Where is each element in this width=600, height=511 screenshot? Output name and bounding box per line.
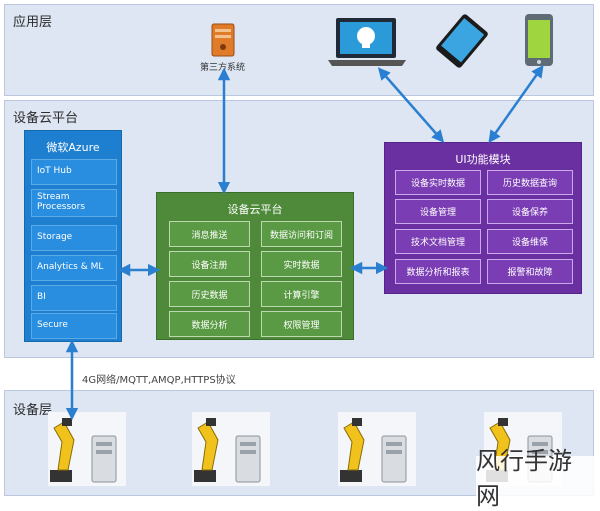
azure-item-secure[interactable]: Secure <box>31 313 117 339</box>
azure-item-bi[interactable]: BI <box>31 285 117 311</box>
app-layer: 应用层 <box>4 4 594 96</box>
device-unit <box>48 412 126 486</box>
ui-item-history-query[interactable]: 历史数据查询 <box>487 170 573 195</box>
platform-item-realtime-data[interactable]: 实时数据 <box>261 251 342 277</box>
ui-item-device-service[interactable]: 设备维保 <box>487 229 573 254</box>
ui-item-maintenance[interactable]: 设备保养 <box>487 199 573 224</box>
azure-item-analytics-ml[interactable]: Analytics & ML <box>31 255 117 281</box>
azure-title: 微软Azure <box>46 141 100 154</box>
robot-arm-icon <box>50 418 117 483</box>
cloud-layer-title: 设备云平台 <box>13 111 79 126</box>
robot-arm-icon <box>194 418 261 483</box>
ui-item-alarm[interactable]: 报警和故障 <box>487 259 573 284</box>
device-unit <box>338 412 416 486</box>
platform-item-compute-engine[interactable]: 计算引擎 <box>261 281 342 307</box>
ui-module-title: UI功能模块 <box>455 153 511 166</box>
platform-title: 设备云平台 <box>227 203 283 216</box>
device-unit <box>192 412 270 486</box>
platform-panel: 设备云平台 消息推送 数据访问和订阅 设备注册 实时数据 历史数据 计算引擎 数… <box>156 192 354 340</box>
ui-item-realtime[interactable]: 设备实时数据 <box>395 170 481 195</box>
tablet-icon <box>436 14 488 68</box>
device-layer-title: 设备层 <box>13 403 53 418</box>
platform-item-message-push[interactable]: 消息推送 <box>169 221 250 247</box>
platform-item-data-access[interactable]: 数据访问和订阅 <box>261 221 342 247</box>
laptop-icon <box>328 18 406 66</box>
server-icon <box>211 23 235 57</box>
ui-item-tech-docs[interactable]: 技术文档管理 <box>395 229 481 254</box>
azure-item-stream-processors[interactable]: Stream Processors <box>31 189 117 217</box>
ui-module-panel: UI功能模块 设备实时数据 历史数据查询 设备管理 设备保养 技术文档管理 设备… <box>384 142 582 294</box>
azure-item-storage[interactable]: Storage <box>31 225 117 251</box>
ui-item-device-manage[interactable]: 设备管理 <box>395 199 481 224</box>
platform-item-history-data[interactable]: 历史数据 <box>169 281 250 307</box>
platform-item-device-register[interactable]: 设备注册 <box>169 251 250 277</box>
robot-arm-icon <box>340 418 407 483</box>
ui-item-data-report[interactable]: 数据分析和报表 <box>395 259 481 284</box>
app-layer-title: 应用层 <box>13 15 53 30</box>
platform-item-permission[interactable]: 权限管理 <box>261 311 342 337</box>
phone-icon <box>525 14 553 66</box>
platform-item-data-analysis[interactable]: 数据分析 <box>169 311 250 337</box>
azure-item-iot-hub[interactable]: IoT Hub <box>31 159 117 185</box>
protocol-label: 4G网络/MQTT,AMQP,HTTPS协议 <box>82 375 236 386</box>
azure-panel: 微软Azure IoT Hub Stream Processors Storag… <box>24 130 122 342</box>
third-party-label: 第三方系统 <box>200 63 246 73</box>
watermark: 风行手游网 <box>476 447 594 510</box>
